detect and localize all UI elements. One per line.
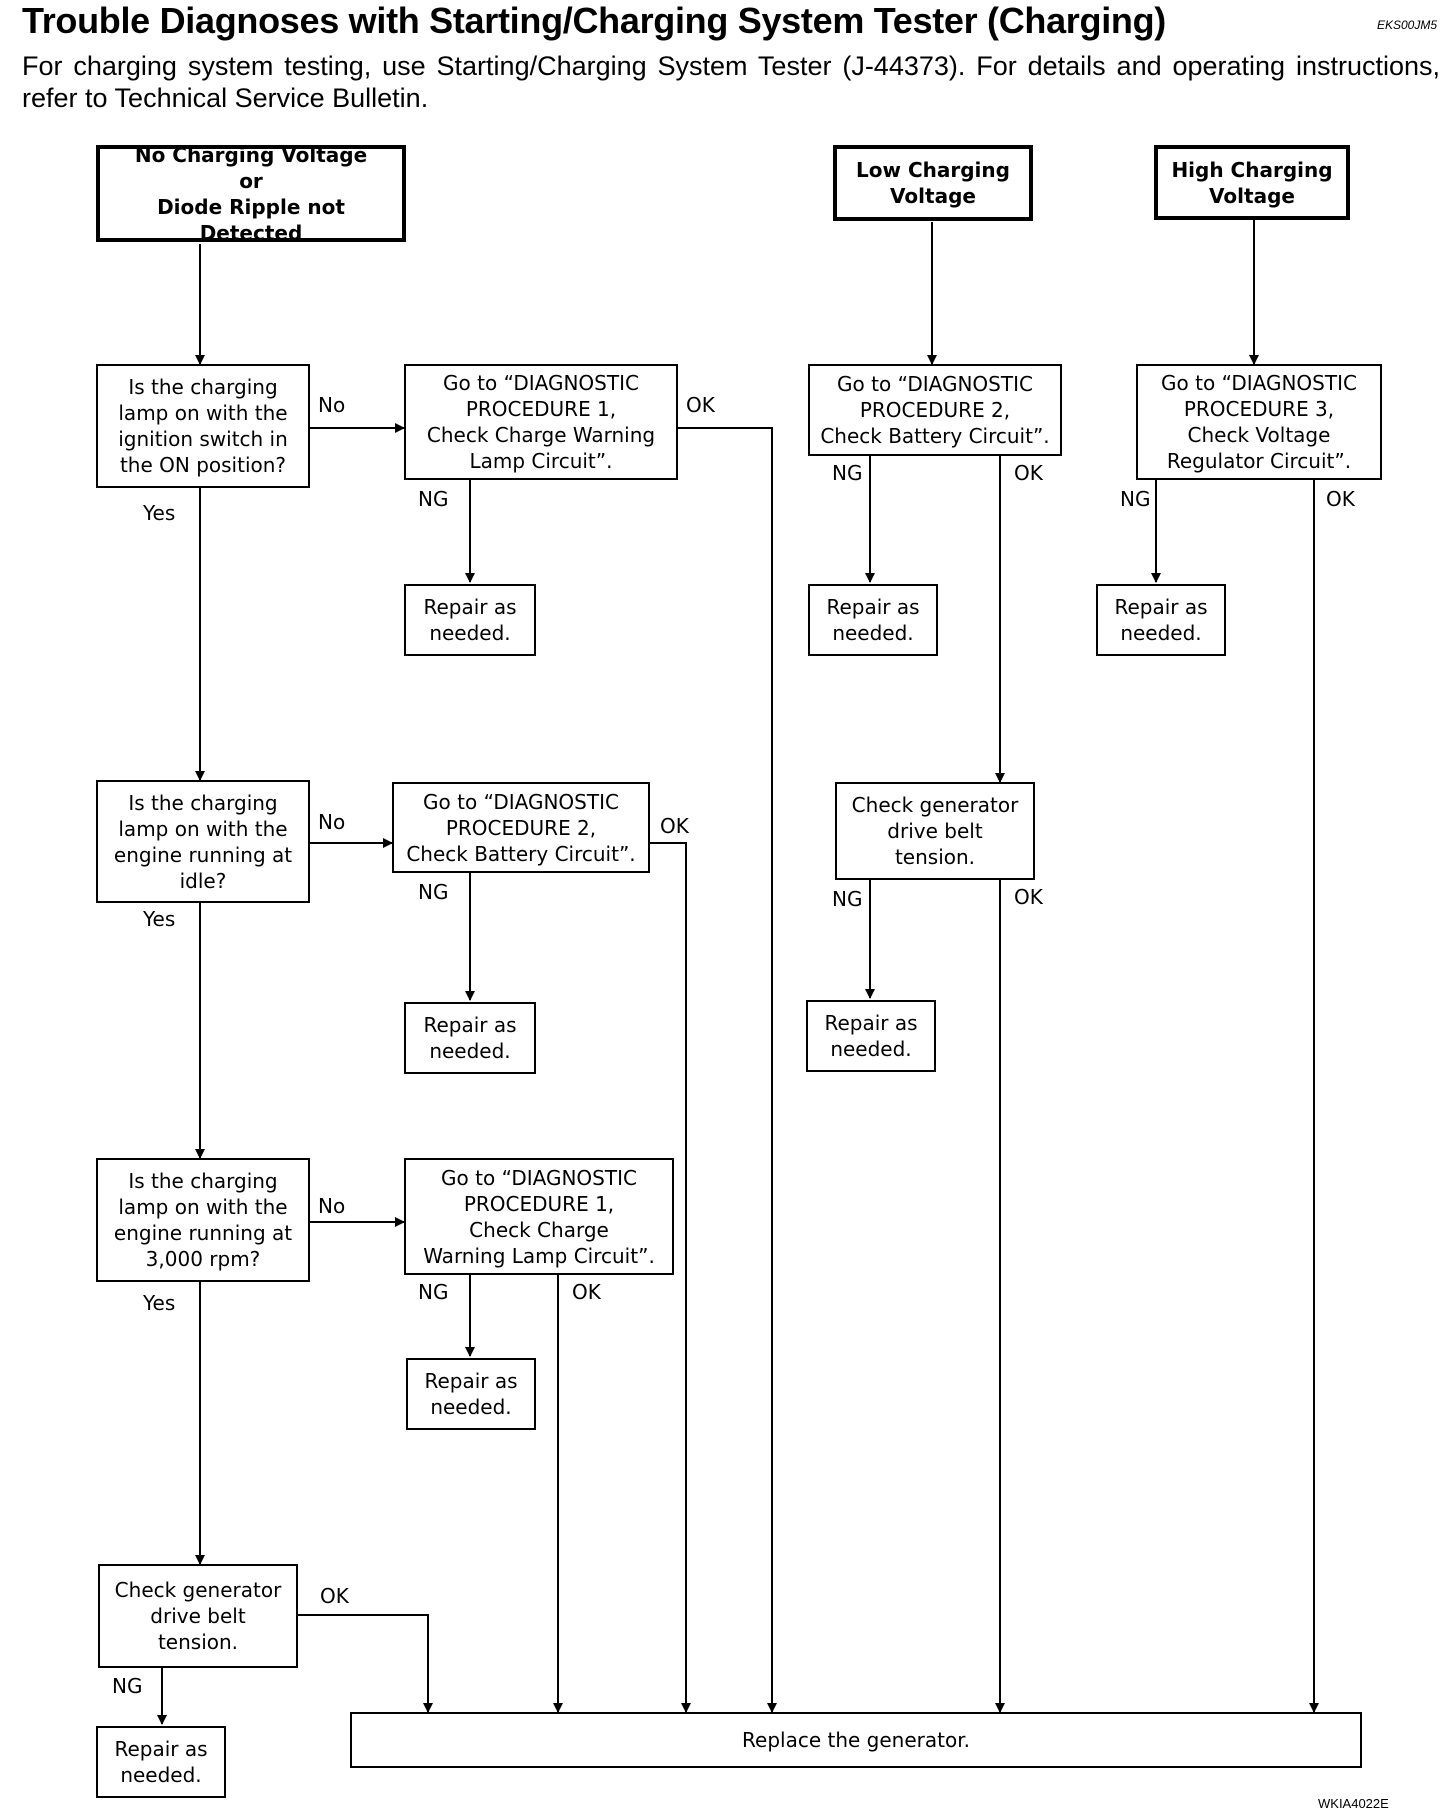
start-high-charging-voltage: High Charging Voltage xyxy=(1154,145,1350,220)
start-no-charging-voltage: No Charging Voltage or Diode Ripple not … xyxy=(96,143,406,245)
question-engine-3000rpm: Is the charging lamp on with the engine … xyxy=(96,1158,310,1282)
intro-paragraph: For charging system testing, use Startin… xyxy=(22,51,1440,113)
procedure-3-voltage-regulator: Go to “DIAGNOSTIC PROCEDURE 3, Check Vol… xyxy=(1136,364,1382,480)
label-no-3000: No xyxy=(318,1194,346,1218)
start-low-charging-voltage: Low Charging Voltage xyxy=(833,145,1033,221)
repair-box-4: Repair as needed. xyxy=(96,1726,226,1798)
procedure-2-battery-low: Go to “DIAGNOSTIC PROCEDURE 2, Check Bat… xyxy=(808,364,1062,456)
repair-box-3: Repair as needed. xyxy=(406,1358,536,1430)
repair-box-low-1: Repair as needed. xyxy=(808,584,938,656)
label-ng-proc2-low: NG xyxy=(832,461,863,485)
section-code: EKS00JM5 xyxy=(1377,18,1438,32)
edge-proc2a-ok xyxy=(650,842,691,1713)
replace-generator: Replace the generator. xyxy=(350,1712,1362,1768)
label-ok-belt-main: OK xyxy=(320,1584,349,1608)
procedure-2-battery: Go to “DIAGNOSTIC PROCEDURE 2, Check Bat… xyxy=(392,782,650,873)
label-yes-3000: Yes xyxy=(143,1291,176,1315)
label-ng-belt-main: NG xyxy=(112,1674,143,1698)
label-ok-proc2a: OK xyxy=(660,814,689,838)
repair-box-1: Repair as needed. xyxy=(404,584,536,656)
label-ng-proc1a: NG xyxy=(418,487,449,511)
repair-box-low-2: Repair as needed. xyxy=(806,1000,936,1072)
question-ignition-on: Is the charging lamp on with the ignitio… xyxy=(96,364,310,488)
label-yes-idle: Yes xyxy=(143,907,176,931)
edge-belt-main-ok xyxy=(298,1614,433,1713)
repair-box-high: Repair as needed. xyxy=(1096,584,1226,656)
label-no-ignition: No xyxy=(318,393,346,417)
procedure-1-warning-lamp: Go to “DIAGNOSTIC PROCEDURE 1, Check Cha… xyxy=(404,364,678,480)
figure-code: WKIA4022E xyxy=(1318,1796,1389,1811)
label-ok-proc1b: OK xyxy=(572,1280,601,1304)
label-yes-ignition: Yes xyxy=(143,501,176,525)
label-ok-proc3: OK xyxy=(1326,487,1355,511)
question-engine-idle: Is the charging lamp on with the engine … xyxy=(96,780,310,903)
check-belt-tension-low: Check generator drive belt tension. xyxy=(835,782,1035,880)
label-ng-belt-low: NG xyxy=(832,887,863,911)
label-ok-proc2-low: OK xyxy=(1014,461,1043,485)
check-belt-tension-main: Check generator drive belt tension. xyxy=(98,1564,298,1668)
label-no-idle: No xyxy=(318,810,346,834)
label-ng-proc3: NG xyxy=(1120,487,1151,511)
page-title: Trouble Diagnoses with Starting/Charging… xyxy=(22,0,1166,41)
label-ok-belt-low: OK xyxy=(1014,885,1043,909)
label-ng-proc2a: NG xyxy=(418,880,449,904)
label-ng-proc1b: NG xyxy=(418,1280,449,1304)
repair-box-2: Repair as needed. xyxy=(404,1002,536,1074)
edge-proc1a-ok xyxy=(678,427,777,1713)
procedure-1-warning-lamp-b: Go to “DIAGNOSTIC PROCEDURE 1, Check Cha… xyxy=(404,1158,674,1275)
label-ok-proc1a: OK xyxy=(686,393,715,417)
